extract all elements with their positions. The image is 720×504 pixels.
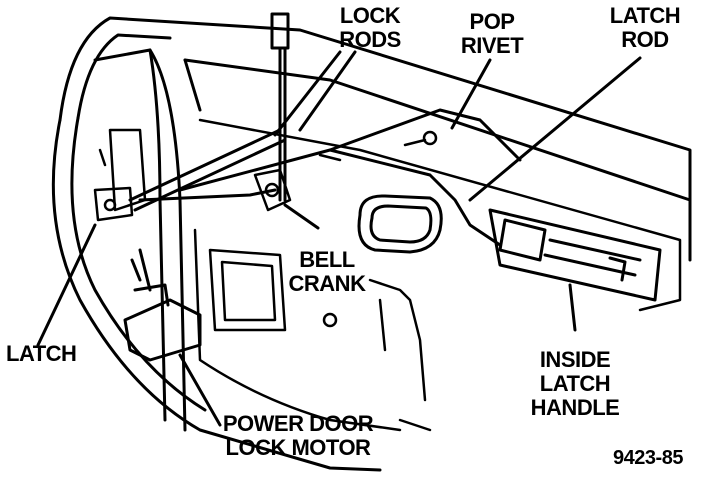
- lock-rods: [128, 12, 290, 212]
- latch-rod: [178, 108, 522, 247]
- figure-number: 9423-85: [613, 447, 683, 469]
- label-latch: LATCH: [6, 341, 77, 366]
- bell-crank: [253, 153, 342, 212]
- pop-rivet: [322, 130, 438, 328]
- inner-panel: [193, 118, 682, 432]
- power-door-lock-motor: [123, 248, 202, 362]
- door-shell: [51, 16, 692, 472]
- leader-lines: [36, 50, 642, 427]
- latch-mechanism: [93, 128, 147, 222]
- inside-latch-handle: [357, 194, 662, 302]
